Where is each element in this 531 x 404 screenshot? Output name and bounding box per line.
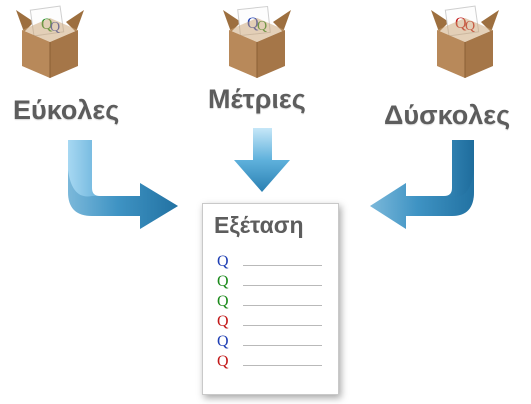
question-letter: Q bbox=[217, 313, 229, 330]
question-row: Q bbox=[217, 333, 322, 353]
question-row: Q bbox=[217, 313, 322, 333]
arrow-easy-to-exam-icon bbox=[68, 140, 178, 229]
question-letter: Q bbox=[217, 273, 229, 290]
answer-line bbox=[243, 365, 322, 366]
question-row: Q bbox=[217, 353, 322, 373]
answer-line bbox=[243, 265, 322, 266]
question-letter: Q bbox=[217, 293, 229, 310]
answer-line bbox=[243, 285, 322, 286]
arrow-medium-to-exam-icon bbox=[234, 128, 290, 192]
answer-line bbox=[243, 305, 322, 306]
question-letter: Q bbox=[217, 253, 229, 270]
answer-line bbox=[243, 345, 322, 346]
question-row: Q bbox=[217, 293, 322, 313]
question-letter: Q bbox=[217, 333, 229, 350]
medium-box-icon: Q Q bbox=[217, 2, 297, 82]
category-label-easy: Εύκολες bbox=[13, 95, 120, 125]
category-label-medium: Μέτριες bbox=[208, 84, 306, 114]
exam-title: Εξέταση bbox=[214, 212, 304, 238]
question-row: Q bbox=[217, 253, 322, 273]
question-row: Q bbox=[217, 273, 322, 293]
answer-line bbox=[243, 325, 322, 326]
hard-box-icon: Q Q bbox=[425, 2, 505, 82]
arrow-hard-to-exam-icon bbox=[370, 140, 474, 229]
category-label-hard: Δύσκολες bbox=[384, 100, 511, 130]
easy-box-icon: Q Q bbox=[10, 2, 90, 82]
question-letter: Q bbox=[217, 353, 229, 370]
